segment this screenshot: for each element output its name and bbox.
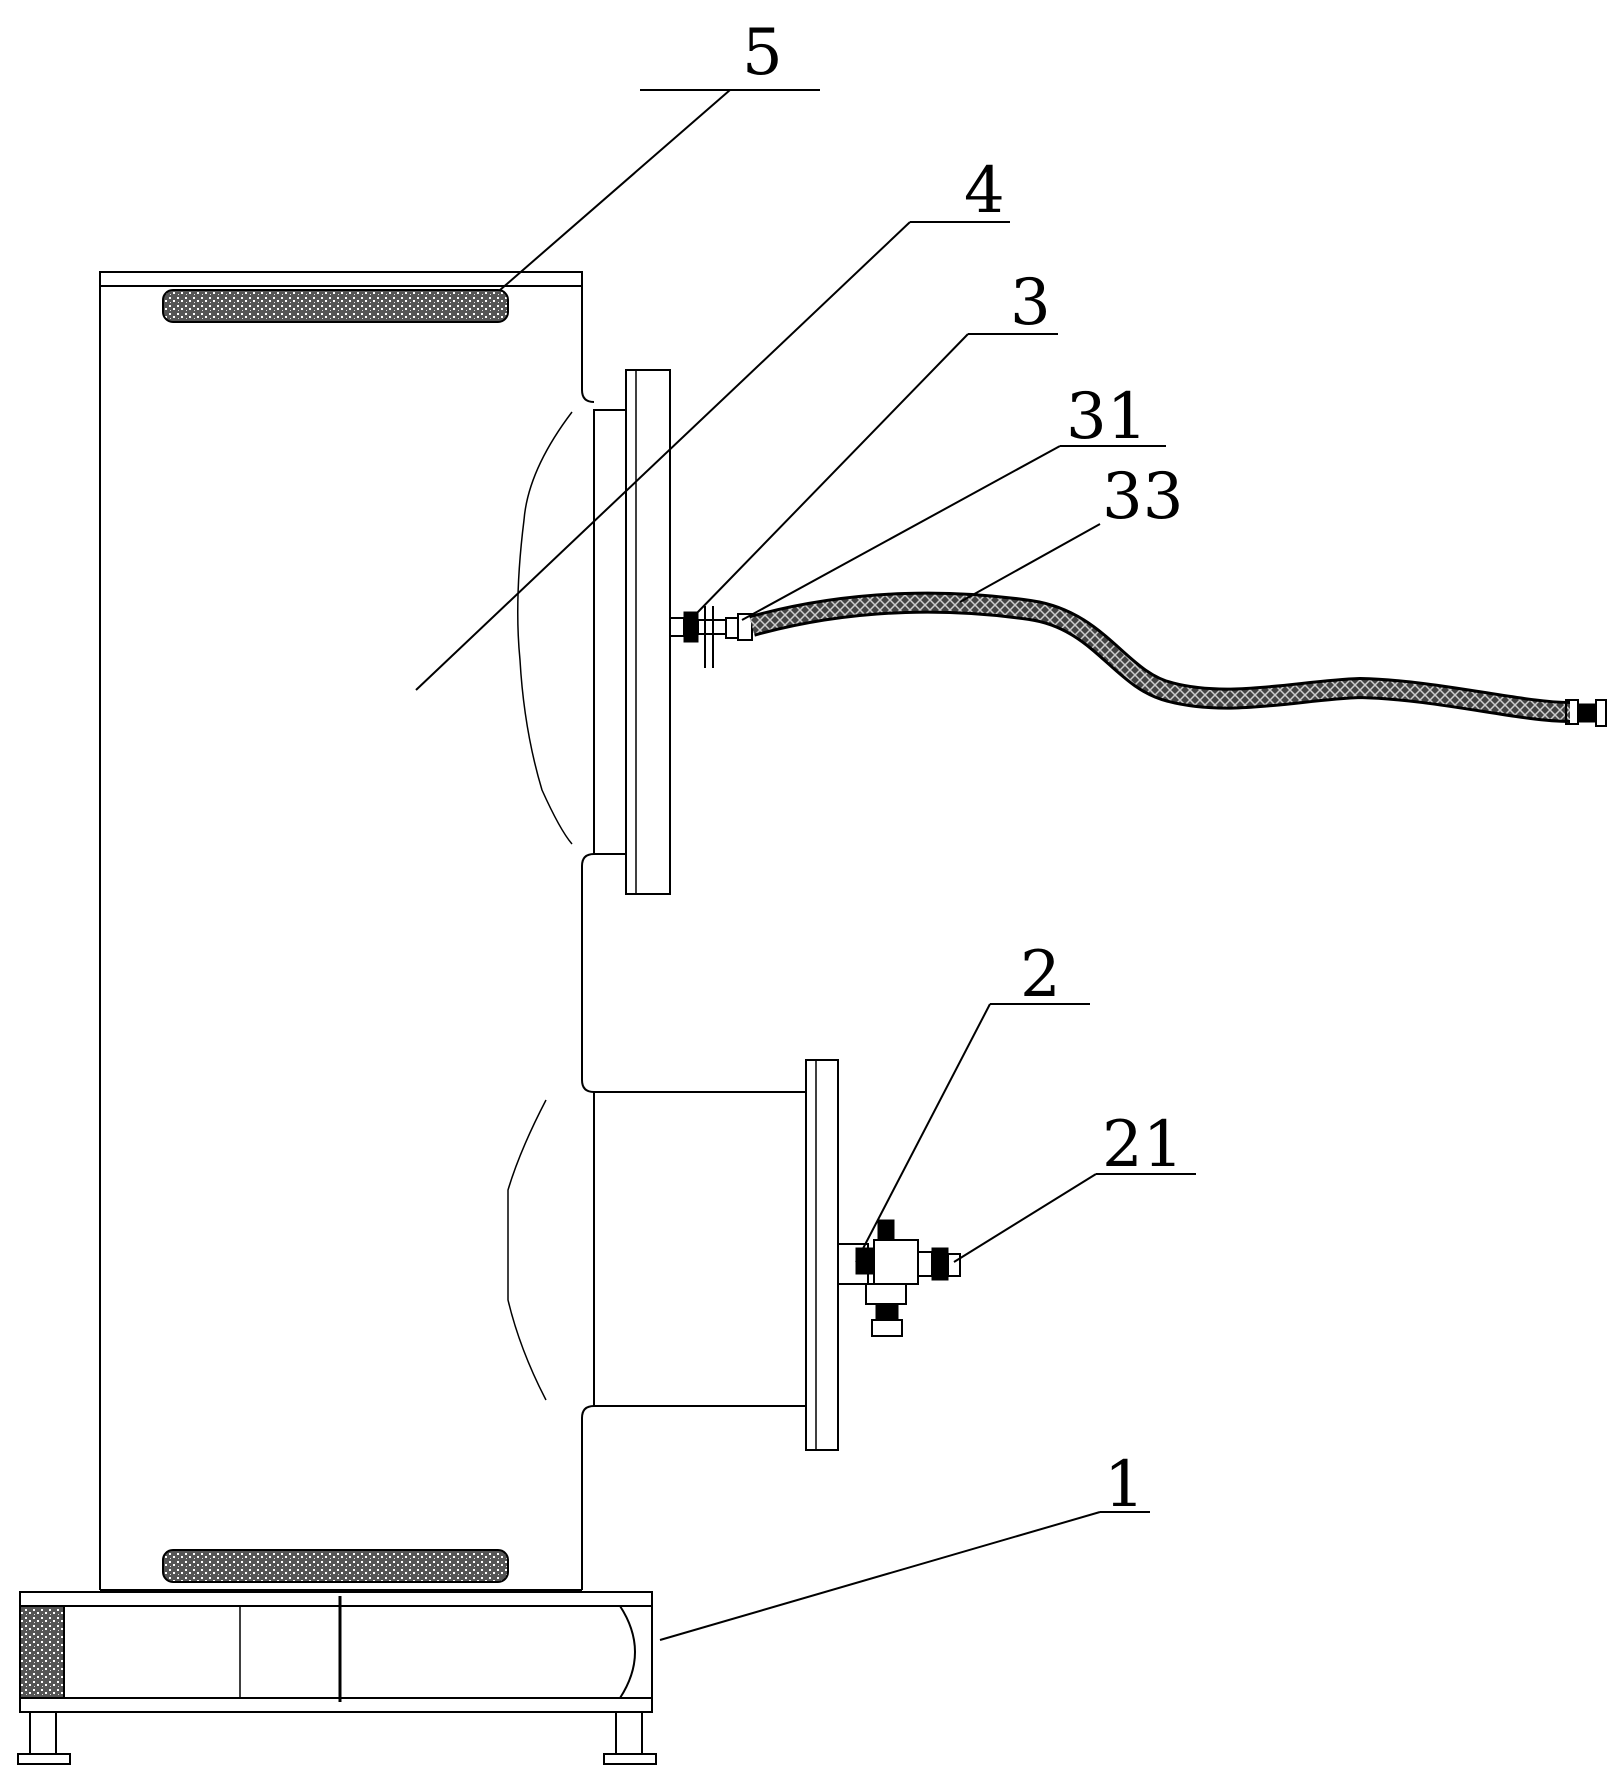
callout-33: 33 <box>1102 460 1183 534</box>
callout-4: 4 <box>964 154 1005 228</box>
callout-3: 3 <box>1010 266 1051 340</box>
base-frame <box>17 1591 657 1765</box>
top-filter-plate <box>162 289 509 323</box>
tank-body <box>99 271 595 1591</box>
callout-31: 31 <box>1066 380 1147 454</box>
callout-1: 1 <box>1104 1448 1145 1522</box>
lower-nozzle <box>507 1059 839 1451</box>
callout-21: 21 <box>1102 1108 1183 1182</box>
upper-nozzle <box>517 369 671 895</box>
braided-hose-texture <box>749 594 1571 720</box>
upper-valve-fitting <box>669 606 753 668</box>
bottom-filter-plate <box>162 1549 509 1583</box>
leader-lines <box>415 89 1196 1641</box>
callout-5: 5 <box>742 16 783 90</box>
hose-end-fitting <box>1565 699 1607 727</box>
lower-valve-assembly <box>837 1219 961 1337</box>
callout-labels: 5 4 3 31 33 2 21 1 <box>742 16 1183 1522</box>
callout-2: 2 <box>1020 938 1061 1012</box>
